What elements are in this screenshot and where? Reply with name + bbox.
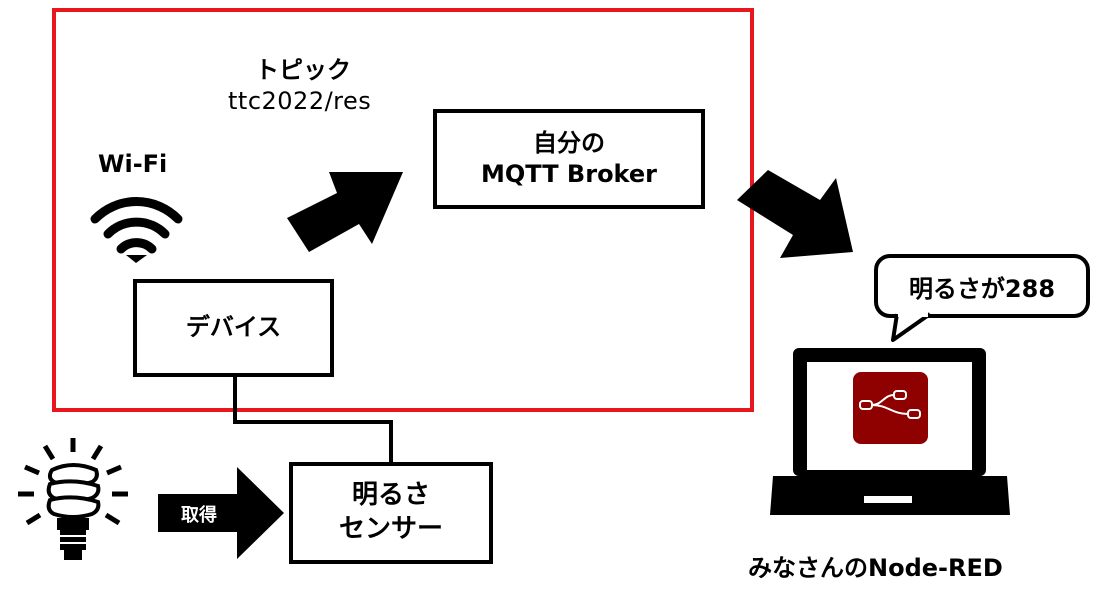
mqtt-broker-box: 自分の MQTT Broker: [433, 109, 705, 209]
connection-wire: [233, 377, 393, 462]
acquire-label: 取得: [181, 505, 217, 526]
wifi-label: Wi-Fi: [98, 150, 168, 178]
wifi-icon: [90, 197, 183, 263]
sensor-line2: センサー: [338, 514, 443, 544]
broker-line2: MQTT Broker: [481, 160, 657, 188]
topic-title: トピック: [255, 56, 351, 84]
bubble-text: 明るさが288: [908, 274, 1056, 303]
broker-line1: 自分の: [533, 128, 605, 157]
device-label: デバイス: [185, 313, 282, 342]
device-box: デバイス: [133, 279, 334, 377]
topic-value: ttc2022/res: [228, 87, 372, 115]
brightness-sensor-box: 明るさ センサー: [289, 462, 493, 564]
node-red-caption: みなさんのNode-RED: [748, 554, 1003, 582]
light-bulb-icon: [18, 438, 128, 560]
speech-bubble: [874, 254, 1090, 342]
sensor-line1: 明るさ: [351, 480, 430, 511]
red-frame: [52, 8, 754, 412]
arrow-broker-to-nodered: [737, 170, 853, 258]
node-red-logo-icon: [853, 372, 928, 444]
acquire-arrow: [158, 467, 284, 559]
arrow-device-to-broker: [287, 172, 403, 252]
